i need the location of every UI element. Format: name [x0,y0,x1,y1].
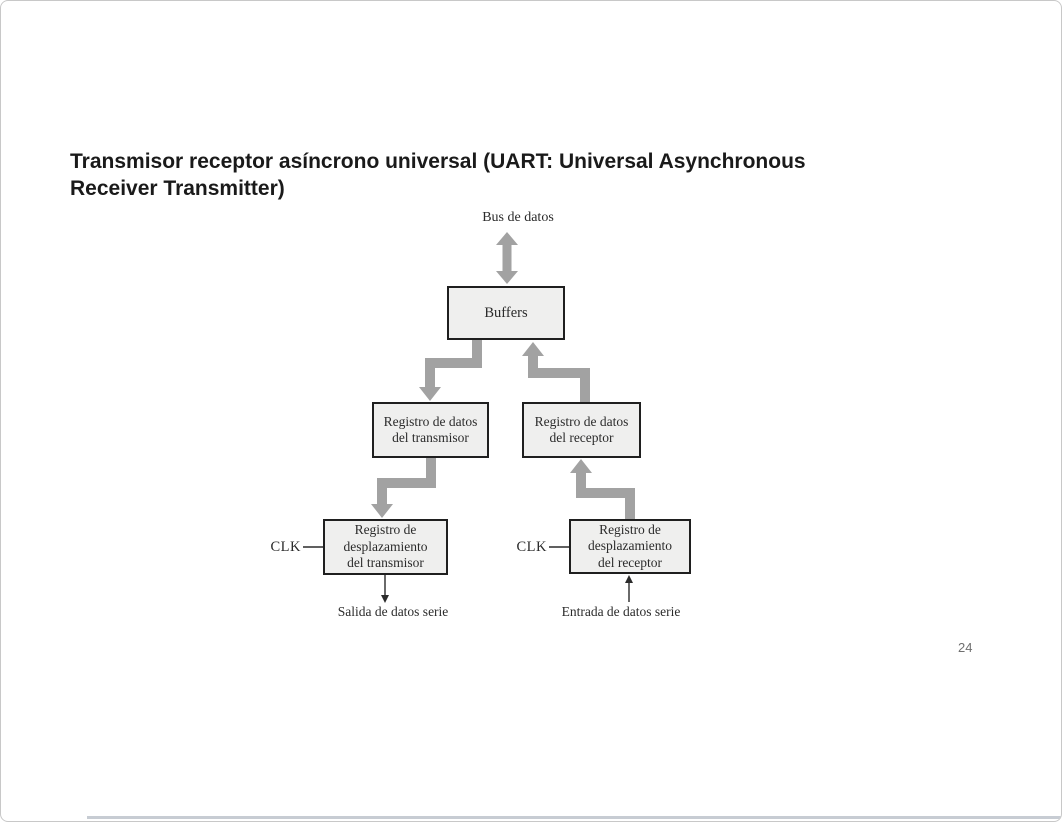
txdata-to-txshift-arrowhead-icon [371,504,393,518]
bus-double-arrow-icon [496,232,518,284]
tx-data-register-box: Registro de datos del transmisor [372,402,489,458]
rx-shift-register-box: Registro de desplazamiento del receptor [569,519,691,574]
bus-de-datos-label: Bus de datos [482,210,554,225]
rxshift-to-rxdata-arrowhead-icon [570,459,592,473]
rx-data-register-line2: del receptor [549,430,614,445]
clk-right-label: CLK [516,539,547,555]
buffers-box: Buffers [447,286,565,340]
rx-shift-register-line1: Registro de [599,521,661,537]
tx-shift-register-box: Registro de desplazamiento del transmiso… [323,519,448,575]
slide-title-line2: Receiver Transmitter) [70,177,285,200]
serial-in-arrowhead-icon [625,575,633,583]
tx-shift-register-line1: Registro de [354,522,417,538]
rxdata-to-buffers-arrow [528,355,590,403]
slide-title: Transmisor receptor asíncrono universal … [70,148,955,202]
rxdata-to-buffers-arrowhead-icon [522,342,544,356]
page-number: 24 [958,640,973,655]
serial-out-label: Salida de datos serie [337,604,449,619]
tx-data-register-line1: Registro de datos [383,413,478,429]
rx-data-register-box: Registro de datos del receptor [522,402,641,458]
serial-out-arrowhead-icon [381,595,389,603]
buffers-to-txdata-arrowhead-icon [419,387,441,401]
rx-data-register-line1: Registro de datos [534,413,629,429]
buffers-to-txdata-arrow [425,340,482,388]
clk-left-label: CLK [270,539,301,555]
tx-shift-register-line3: del transmisor [347,555,424,571]
slide-title-line1: Transmisor receptor asíncrono universal … [70,150,806,173]
tx-data-register-line2: del transmisor [392,430,469,445]
buffers-box-label: Buffers [484,304,528,321]
rx-shift-register-line3: del receptor [597,554,663,570]
txdata-to-txshift-arrow [377,458,436,505]
rxshift-to-rxdata-arrow [576,473,635,519]
rx-shift-register-line2: desplazamiento [588,538,672,554]
serial-in-label: Entrada de datos serie [561,604,681,619]
tx-shift-register-line2: desplazamiento [343,538,428,554]
slide-footer-bar [87,816,1061,819]
